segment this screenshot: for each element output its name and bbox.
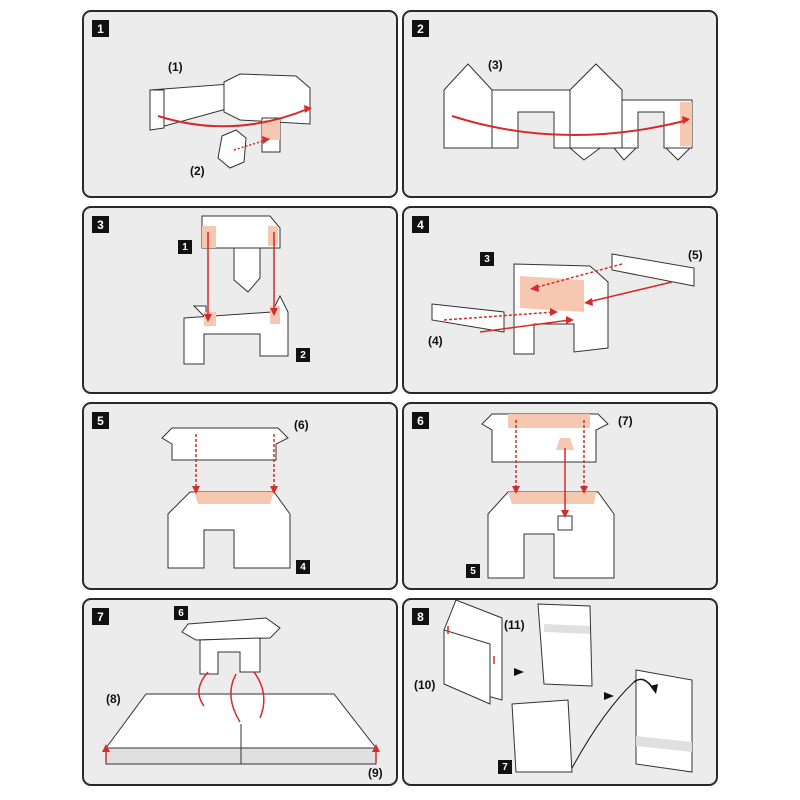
step-number: 8 bbox=[412, 608, 429, 625]
step-2-panel: 2 (3) bbox=[402, 10, 718, 198]
step-8-panel: 8 (10) (11) 7 bbox=[402, 598, 718, 786]
step-number: 1 bbox=[92, 20, 109, 37]
step-1-panel: 1 (1) (2) bbox=[82, 10, 398, 198]
step-reference-badge: 1 bbox=[178, 240, 192, 254]
step-5-panel: 5 (6) 4 bbox=[82, 402, 398, 590]
step-7-illustration bbox=[102, 617, 380, 765]
step-reference-badge: 5 bbox=[466, 564, 480, 578]
part-label: (10) bbox=[414, 678, 436, 692]
part-label: (3) bbox=[488, 58, 503, 72]
step-number: 6 bbox=[412, 412, 429, 429]
part-label: (2) bbox=[190, 164, 205, 178]
part-label: (9) bbox=[368, 766, 383, 780]
step-number: 4 bbox=[412, 216, 429, 233]
part-label: (1) bbox=[168, 60, 183, 74]
step-5-illustration bbox=[161, 427, 291, 569]
step-6-illustration bbox=[481, 413, 615, 579]
step-3-panel: 3 1 2 bbox=[82, 206, 398, 394]
step-2-illustration bbox=[443, 63, 693, 161]
step-1-illustration bbox=[149, 73, 312, 169]
step-number: 7 bbox=[92, 608, 109, 625]
step-reference-badge: 6 bbox=[174, 606, 188, 620]
step-4-panel: 4 3 (4) (5) bbox=[402, 206, 718, 394]
step-number: 3 bbox=[92, 216, 109, 233]
step-3-illustration bbox=[183, 215, 289, 365]
step-6-panel: 6 (7) 5 bbox=[402, 402, 718, 590]
step-reference-badge: 3 bbox=[480, 252, 494, 266]
step-reference-badge: 7 bbox=[498, 760, 512, 774]
part-label: (7) bbox=[618, 414, 633, 428]
part-label: (8) bbox=[106, 692, 121, 706]
step-reference-badge: 4 bbox=[296, 560, 310, 574]
step-number: 5 bbox=[92, 412, 109, 429]
step-4-illustration bbox=[431, 253, 695, 355]
part-label: (11) bbox=[504, 618, 525, 632]
part-label: (6) bbox=[294, 418, 309, 432]
step-7-panel: 7 6 (8) (9) bbox=[82, 598, 398, 786]
step-number: 2 bbox=[412, 20, 429, 37]
step-8-illustration bbox=[443, 600, 693, 773]
step-reference-badge: 2 bbox=[296, 348, 310, 362]
part-label: (5) bbox=[688, 248, 703, 262]
part-label: (4) bbox=[428, 334, 443, 348]
